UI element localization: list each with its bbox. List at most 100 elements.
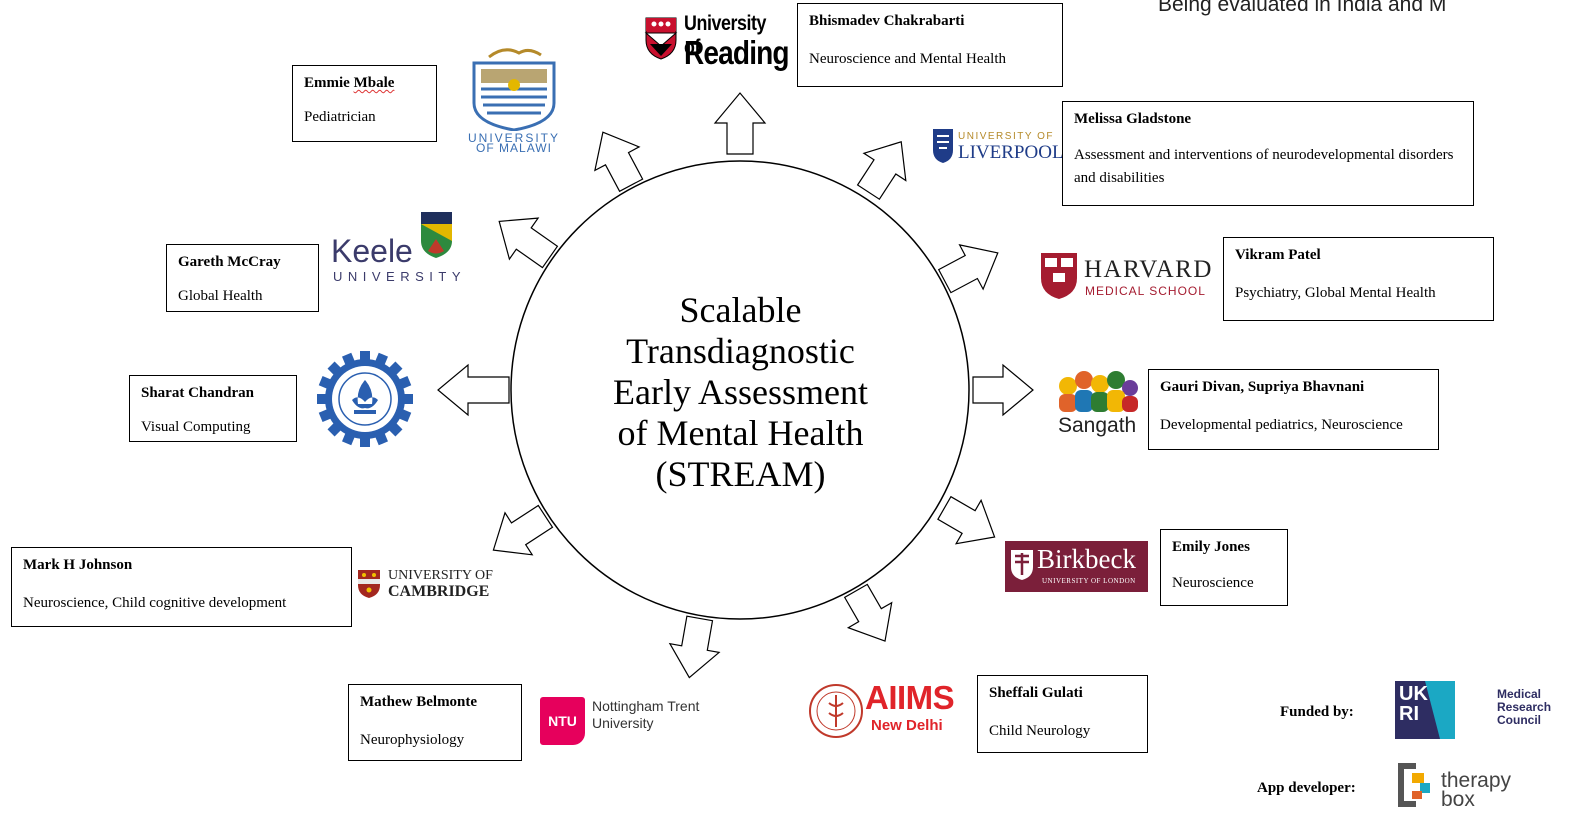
reading-logo-line2: Reading [684, 34, 790, 71]
partner-field: Developmental pediatrics, Neuroscience [1160, 417, 1403, 433]
partner-box-birkbeck: Emily Jones Neuroscience [1160, 529, 1288, 606]
partner-name: Emily Jones [1172, 539, 1250, 555]
aiims-logo-line2: New Delhi [871, 717, 943, 734]
center-title: Scalable Transdiagnostic Early Assessmen… [548, 290, 933, 495]
liverpool-logo-line1: UNIVERSITY OF [958, 131, 1054, 142]
malawi-logo-line2: OF MALAWI [476, 141, 552, 155]
reading-shield-icon [644, 17, 678, 60]
gear-tooth [317, 394, 329, 404]
arrows-group [437, 92, 1034, 679]
partner-field: Neuroscience and Mental Health [809, 51, 1006, 67]
center-title-line: Transdiagnostic [626, 331, 855, 371]
cambridge-logo: UNIVERSITY OF CAMBRIDGE [357, 567, 502, 603]
gear-tooth [374, 352, 388, 368]
mrc-name: Medical Research Council [1497, 688, 1551, 727]
sangath-logo-text: Sangath [1058, 414, 1137, 437]
gear-tooth [318, 376, 334, 390]
liverpool-crest-icon [933, 129, 953, 163]
malawi-crest-icon [472, 48, 556, 131]
center-circle [510, 160, 970, 620]
cambridge-shield-icon [358, 570, 380, 598]
partner-box-aiims: Sheffali Gulati Child Neurology [977, 675, 1148, 753]
block-arrow [437, 363, 510, 417]
partner-name: Vikram Patel [1235, 247, 1321, 263]
partner-field: Neuroscience, Child cognitive developmen… [23, 595, 287, 611]
partner-box-iitb: Sharat Chandran Visual Computing [129, 375, 297, 442]
partner-box-reading: Bhismadev Chakrabarti Neuroscience and M… [797, 3, 1063, 87]
aiims-logo: AIIMS New Delhi [807, 679, 967, 745]
gear-tooth [360, 351, 370, 363]
partner-field: Pediatrician [304, 109, 376, 125]
therapy-box-name-line: box [1441, 788, 1475, 811]
gear-tooth [396, 408, 412, 422]
harvard-shield-icon [1041, 253, 1077, 299]
keele-shield-icon [421, 212, 452, 258]
therapy-box-logo-icon [1398, 763, 1430, 807]
partner-name: Bhismadev Chakrabarti [809, 13, 965, 29]
reading-logo: University of Reading [644, 10, 792, 76]
liverpool-logo: UNIVERSITY OF LIVERPOOL [932, 128, 1064, 170]
gear-tooth [327, 361, 344, 378]
birkbeck-logo-line1: Birkbeck [1037, 544, 1136, 574]
block-arrow [492, 504, 554, 556]
partner-box-liverpool: Melissa Gladstone Assessment and interve… [1062, 101, 1474, 206]
partner-field: Neurophysiology [360, 732, 465, 748]
gear-tooth [318, 408, 334, 422]
block-arrow [843, 583, 893, 642]
mrc-name-line: Medical [1497, 687, 1542, 701]
partner-box-harvard: Vikram Patel Psychiatry, Global Mental H… [1223, 237, 1494, 321]
block-arrow [594, 131, 644, 193]
block-arrow [972, 363, 1034, 417]
keele-logo-line2: UNIVERSITY [333, 269, 467, 284]
partner-field: Global Health [178, 288, 263, 304]
partner-box-sangath: Gauri Divan, Supriya Bhavnani Developmen… [1148, 369, 1439, 450]
malawi-logo-line1: UNIVERSITY [467, 131, 560, 145]
therapy-box-name: therapy box [1441, 769, 1512, 811]
gear-tooth [360, 435, 370, 447]
block-arrow [937, 495, 996, 545]
partner-field: Psychiatry, Global Mental Health [1235, 285, 1436, 301]
gear-tooth [386, 361, 403, 378]
gear-tooth [327, 420, 344, 437]
aiims-logo-line1: AIIMS [865, 679, 955, 716]
therapy-box-name-line: therapy [1441, 769, 1512, 792]
mrc-name-line: Council [1497, 713, 1541, 727]
malawi-logo: UNIVERSITY OF MALAWI [459, 45, 569, 155]
ukri-logo-line2: RI [1399, 703, 1419, 725]
ntu-logo-line1: Nottingham Trent [592, 698, 700, 714]
center-title-line: Early Assessment [613, 372, 868, 412]
sangath-figures-icon [1059, 371, 1138, 412]
gear-tooth [396, 376, 412, 390]
harvard-logo-line2: MEDICAL SCHOOL [1085, 284, 1206, 298]
partner-name-first: Emmie [304, 75, 350, 91]
partner-box-ntu: Mathew Belmonte Neurophysiology [348, 684, 522, 761]
top-note: Being evaluated in India and M [1158, 0, 1447, 16]
partner-name: Mark H Johnson [23, 557, 133, 573]
block-arrow [498, 217, 559, 269]
harvard-logo-line1: HARVARD [1084, 256, 1213, 283]
block-arrow [937, 244, 999, 294]
keele-logo: Keele UNIVERSITY [330, 211, 461, 285]
partner-field: Neuroscience [1172, 575, 1254, 591]
ukri-mark-icon [1425, 681, 1455, 739]
gear-tooth [342, 430, 356, 446]
harvard-logo: HARVARD MEDICAL SCHOOL [1040, 252, 1220, 302]
partner-name: Melissa Gladstone [1074, 111, 1192, 127]
center-title-line: (STREAM) [655, 454, 826, 494]
block-arrow [668, 615, 721, 679]
ntu-logo: NTU Nottingham Trent University [540, 697, 725, 749]
partner-field: Assessment and interventions of neurodev… [1074, 147, 1454, 186]
ukri-logo-icon: UK RI [1395, 681, 1455, 739]
gear-tooth [386, 420, 403, 437]
cambridge-logo-line1: UNIVERSITY OF [388, 568, 493, 583]
partner-name-last: Mbale [353, 75, 395, 91]
center-title-line: of Mental Health [617, 413, 864, 453]
birkbeck-crest-icon [1011, 550, 1033, 580]
gear-tooth [342, 352, 356, 368]
app-developer-label: App developer: [1257, 780, 1356, 796]
birkbeck-logo-line2: UNIVERSITY OF LONDON [1042, 577, 1136, 585]
block-arrow [856, 141, 907, 201]
partner-name: Sheffali Gulati [989, 685, 1083, 701]
center-title-line: Scalable [679, 290, 802, 330]
